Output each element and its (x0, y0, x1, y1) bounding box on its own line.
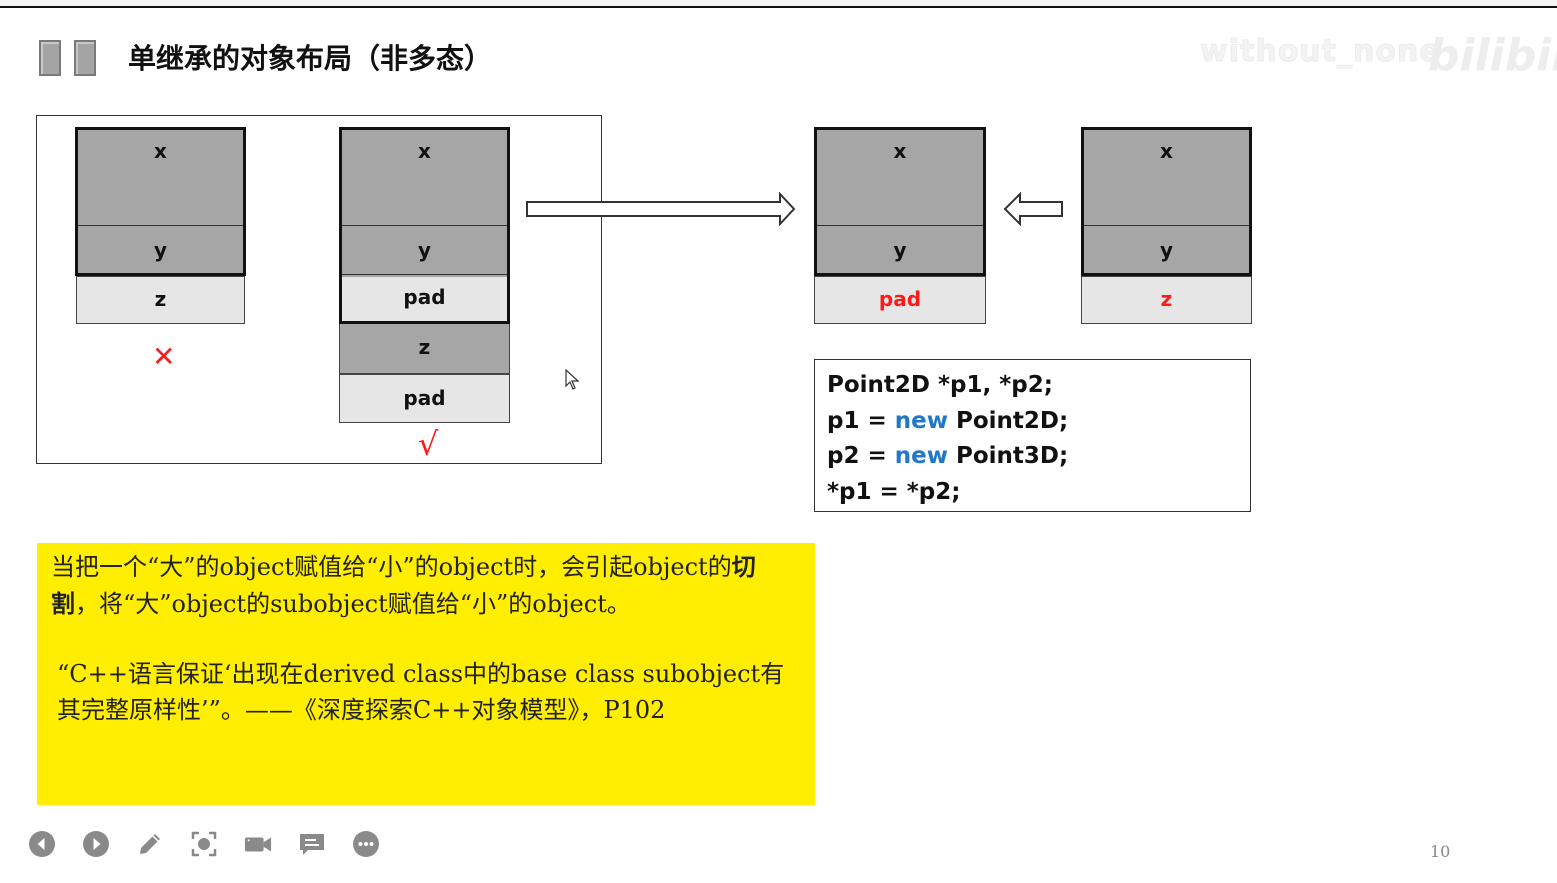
code-text: p1 = (827, 407, 895, 434)
wrong-layout-block: x y z (75, 127, 246, 324)
more-icon (353, 831, 379, 857)
right-arrow-icon (526, 192, 796, 226)
cell-pad: pad (339, 374, 510, 423)
camera-button[interactable] (244, 830, 272, 858)
code-line: p2 = new Point3D; (827, 439, 1238, 475)
explanation-note: 当把一个“大”的object赋值给“小”的object时，会引起object的切… (37, 543, 815, 805)
thick-bottom (75, 273, 246, 276)
cell-x-label: x (154, 139, 167, 163)
cell-x-label: x (1160, 139, 1173, 163)
note-text: ，将“大”object的subobject赋值给“小”的object。 (75, 589, 631, 618)
cell-y-label: y (893, 238, 907, 262)
layout-comparison-frame (36, 115, 602, 464)
cell-pad: pad (814, 276, 986, 324)
cell-z: z (339, 324, 510, 374)
title-square-icon (39, 40, 61, 76)
note-text: 当把一个“大”的object赋值给“小”的object时，会引起object的 (51, 553, 732, 581)
code-text: *p1 = *p2; (827, 478, 961, 505)
code-keyword: new (894, 407, 948, 434)
cell-divider (342, 225, 507, 226)
wrong-mark-icon: ✕ (152, 340, 176, 373)
note-emphasis: 切割 (51, 552, 756, 618)
more-button[interactable] (352, 830, 380, 858)
next-icon (83, 831, 109, 857)
code-text: p2 = (827, 443, 895, 469)
pencil-icon (140, 834, 160, 854)
bilibili-logo: bilibili (1428, 30, 1557, 81)
cell-z: z (76, 276, 245, 324)
cell-x (75, 127, 246, 276)
code-keyword: new (894, 443, 948, 469)
cell-x-label: x (418, 139, 431, 163)
cell-divider (817, 225, 983, 226)
previous-icon (29, 831, 55, 857)
source-object-block: x y z (1081, 127, 1252, 324)
presentation-toolbar (28, 830, 380, 858)
code-line: p1 = new Point2D; (827, 404, 1238, 440)
code-text: Point3D; (948, 443, 1069, 469)
code-snippet: Point2D *p1, *p2; p1 = new Point2D; p2 =… (814, 359, 1251, 512)
title-square-icon (74, 40, 96, 76)
title-decoration (39, 40, 96, 76)
cell-y-label: y (1159, 238, 1174, 262)
cell-divider (1084, 225, 1249, 226)
spacer (51, 622, 801, 657)
code-text: Point2D; (948, 407, 1069, 434)
cell-x-label: x (893, 139, 907, 163)
code-line: Point2D *p1, *p2; (827, 368, 1238, 404)
code-text: Point2D *p1, *p2; (827, 372, 1053, 398)
note-paragraph-1: 当把一个“大”的object赋值给“小”的object时，会引起object的切… (51, 549, 801, 622)
previous-button[interactable] (28, 830, 56, 858)
cell-z: z (1081, 276, 1252, 324)
chat-icon (300, 834, 324, 855)
video-camera-icon (244, 837, 272, 852)
focus-button[interactable] (190, 830, 218, 858)
window-top-border (0, 0, 1557, 8)
focus-icon (191, 831, 217, 857)
watermark-text: without_none (1200, 34, 1441, 70)
pen-button[interactable] (136, 830, 164, 858)
slide-title: 单继承的对象布局（非多态） (128, 42, 493, 75)
cell-pad-label: pad (403, 285, 446, 309)
note-paragraph-2: “C++语言保证‘出现在derived class中的base class su… (57, 660, 785, 724)
mouse-cursor-icon (565, 369, 580, 390)
next-button[interactable] (82, 830, 110, 858)
page-number: 10 (1430, 842, 1451, 861)
cell-y-label: y (417, 238, 432, 262)
cell-divider (342, 274, 507, 275)
cell-xy (1081, 127, 1252, 276)
subtitle-button[interactable] (298, 830, 326, 858)
correct-mark-icon: √ (418, 425, 439, 463)
cell-divider (78, 225, 243, 226)
left-arrow-icon (1003, 192, 1063, 226)
correct-layout-block: x y pad z pad (339, 127, 510, 423)
code-line: *p1 = *p2; (827, 475, 1238, 511)
target-object-block: x y pad (814, 127, 986, 324)
cell-xy (814, 127, 986, 276)
cell-y-label: y (153, 238, 168, 262)
